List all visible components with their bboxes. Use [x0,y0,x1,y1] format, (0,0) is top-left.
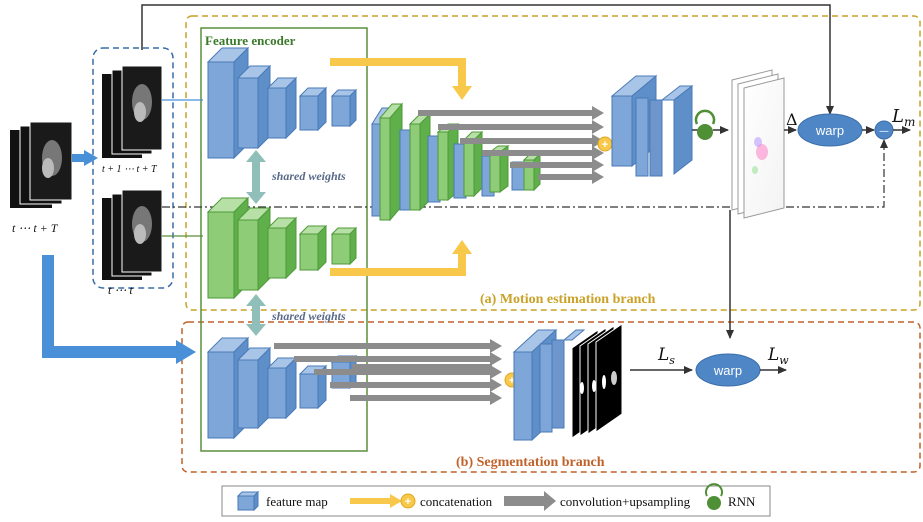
svg-text:+: + [405,496,411,508]
shared-weights-arrow-1 [246,150,266,204]
legend-feature-map-icon [236,490,260,512]
shared-weights-label-2: shared weights [271,309,346,323]
legend-conv-upsampling: convolution+upsampling [560,494,691,509]
svg-text:+: + [509,375,515,387]
warp-node-top: warp [797,113,863,147]
input-to-segmentation-arrowhead [176,340,196,364]
warp-label-top: warp [815,123,844,138]
concat-arrow-top [330,58,466,88]
feature-encoder-title: Feature encoder [205,33,296,48]
current-frames-label: t ⋯ t [108,283,133,297]
legend-concat-icon: + [350,493,416,509]
svg-text:+: + [602,139,608,151]
input-to-frames-arrowhead [84,150,98,166]
motion-branch-label: (a) Motion estimation branch [480,292,656,307]
delta-label: Δ [786,110,798,129]
top-feedback-line [141,4,834,115]
warp-node-bottom: warp [695,353,761,387]
legend: feature map + concatenation convolution+… [221,483,771,517]
rnn-icon [694,109,716,140]
concat-arrow-bottom [330,252,466,276]
next-frames-stack [102,65,163,158]
legend-rnn-icon [705,483,723,510]
loss-warp-label: Lw [767,345,789,367]
motion-concat-node: + [597,136,613,152]
motion-skip-arrows [418,106,604,184]
legend-frame [221,485,771,517]
concat-arrowhead-top [452,86,472,100]
current-frames-stack [102,189,163,280]
seg-branch-label: (b) Segmentation branch [456,455,605,470]
next-frames-label: t + 1 ⋯ t + T [102,164,158,175]
input-to-segmentation-arrow [42,255,178,358]
input-sequences-frame [92,47,174,289]
input-image-stack [10,121,73,208]
warp-label-bottom: warp [713,363,742,378]
motion-branch-frame [185,15,921,311]
feature-encoder-frame [200,27,368,452]
legend-feature-map: feature map [266,494,328,509]
minus-node: — [874,120,894,140]
encoder-middle-stack [206,196,358,300]
loss-seg-label: Ls [657,345,675,367]
seg-mask-stack [571,323,623,439]
legend-concatenation: concatenation [420,494,493,509]
seg-output-features [512,328,586,442]
encoder-top-stack [206,46,358,160]
segmentation-branch-frame [181,321,921,473]
minus-label: — [879,126,889,137]
motion-flow-maps [731,69,785,219]
shared-weights-arrow-2 [246,294,266,336]
legend-conv-icon [504,491,556,511]
loss-motion-label: Lm [891,106,915,129]
seg-skip-arrows [274,339,502,405]
concat-arrowhead-bottom [452,240,472,254]
shared-weights-label-1: shared weights [271,169,346,183]
motion-output-features [610,74,694,177]
input-seq-label: t ⋯ t + T [12,221,59,235]
legend-rnn: RNN [728,494,756,509]
